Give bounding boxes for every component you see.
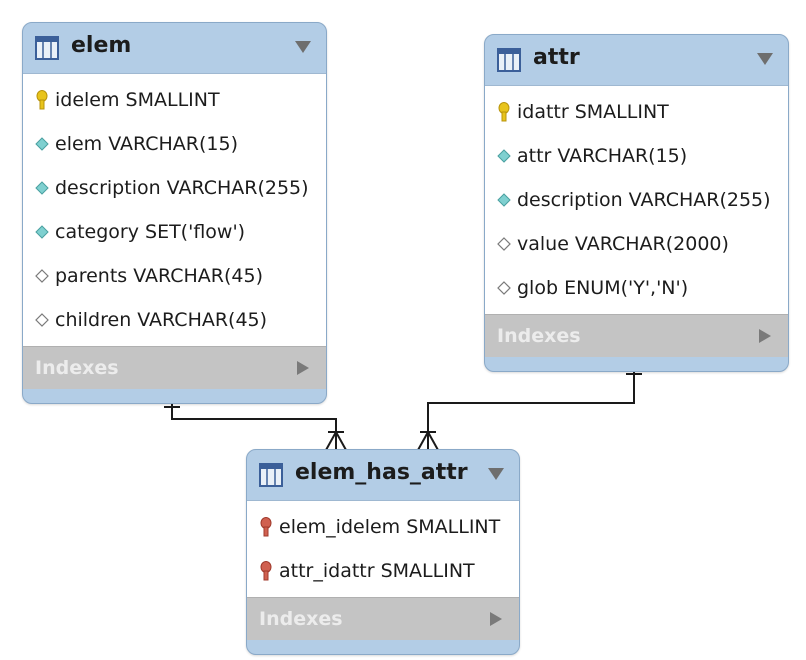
- table-elem-has-attr[interactable]: elem_has_attr elem_idelem SMALLINT attr_…: [246, 449, 520, 655]
- indexes-section[interactable]: Indexes: [485, 314, 788, 357]
- column-list: idelem SMALLINT elem VARCHAR(15) descrip…: [23, 73, 326, 346]
- column-row[interactable]: parents VARCHAR(45): [23, 254, 326, 298]
- column-row[interactable]: category SET('flow'): [23, 210, 326, 254]
- table-icon: [35, 36, 59, 60]
- column-list: idattr SMALLINT attr VARCHAR(15) descrip…: [485, 85, 788, 314]
- column-label: children VARCHAR(45): [55, 309, 268, 331]
- indexes-label: Indexes: [35, 357, 119, 379]
- table-attr[interactable]: attr idattr SMALLINT attr VARCHAR(15) de…: [484, 34, 789, 372]
- table-icon: [259, 463, 283, 487]
- table-footer: [485, 357, 788, 371]
- table-elem[interactable]: elem idelem SMALLINT elem VARCHAR(15) de…: [22, 22, 327, 404]
- relationship-elem-elem-has-attr: [171, 390, 337, 450]
- indexes-label: Indexes: [259, 608, 343, 630]
- table-title: elem_has_attr: [295, 460, 468, 485]
- foreign-key-icon: [260, 517, 272, 537]
- table-icon: [497, 48, 521, 72]
- column-label: idattr SMALLINT: [517, 101, 669, 123]
- expand-arrow-icon[interactable]: [296, 360, 310, 376]
- crowfoot-mark: [325, 431, 347, 451]
- column-label: description VARCHAR(255): [55, 177, 309, 199]
- foreign-key-icon: [260, 561, 272, 581]
- table-footer: [247, 640, 519, 654]
- column-row[interactable]: attr_idattr SMALLINT: [247, 549, 519, 593]
- table-title: elem: [71, 33, 132, 58]
- filled-diamond-icon: [35, 137, 49, 151]
- hollow-diamond-icon: [497, 281, 511, 295]
- expand-arrow-icon[interactable]: [758, 328, 772, 344]
- hollow-diamond-icon: [35, 313, 49, 327]
- column-label: glob ENUM('Y','N'): [517, 277, 689, 299]
- collapse-arrow-icon[interactable]: [756, 52, 774, 66]
- column-label: description VARCHAR(255): [517, 189, 771, 211]
- column-row[interactable]: elem_idelem SMALLINT: [247, 505, 519, 549]
- key-icon: [498, 102, 510, 122]
- relationship-attr-elem-has-attr: [427, 357, 635, 450]
- column-row[interactable]: attr VARCHAR(15): [485, 134, 788, 178]
- table-title: attr: [533, 45, 580, 70]
- filled-diamond-icon: [497, 193, 511, 207]
- expand-arrow-icon[interactable]: [489, 611, 503, 627]
- collapse-arrow-icon[interactable]: [294, 40, 312, 54]
- indexes-section[interactable]: Indexes: [23, 346, 326, 389]
- column-label: category SET('flow'): [55, 221, 246, 243]
- column-row[interactable]: idattr SMALLINT: [485, 90, 788, 134]
- column-label: attr VARCHAR(15): [517, 145, 688, 167]
- hollow-diamond-icon: [497, 237, 511, 251]
- filled-diamond-icon: [35, 225, 49, 239]
- column-row[interactable]: elem VARCHAR(15): [23, 122, 326, 166]
- column-label: elem_idelem SMALLINT: [279, 516, 501, 538]
- column-row[interactable]: children VARCHAR(45): [23, 298, 326, 342]
- collapse-arrow-icon[interactable]: [487, 467, 505, 481]
- hollow-diamond-icon: [35, 269, 49, 283]
- column-row[interactable]: description VARCHAR(255): [485, 178, 788, 222]
- table-header[interactable]: elem: [23, 23, 326, 73]
- column-row[interactable]: description VARCHAR(255): [23, 166, 326, 210]
- indexes-label: Indexes: [497, 325, 581, 347]
- column-label: parents VARCHAR(45): [55, 265, 264, 287]
- table-header[interactable]: attr: [485, 35, 788, 85]
- column-label: elem VARCHAR(15): [55, 133, 238, 155]
- column-label: attr_idattr SMALLINT: [279, 560, 475, 582]
- column-list: elem_idelem SMALLINT attr_idattr SMALLIN…: [247, 500, 519, 597]
- column-label: idelem SMALLINT: [55, 89, 220, 111]
- column-label: value VARCHAR(2000): [517, 233, 729, 255]
- crowfoot-mark: [417, 431, 439, 451]
- column-row[interactable]: value VARCHAR(2000): [485, 222, 788, 266]
- key-icon: [36, 90, 48, 110]
- column-row[interactable]: glob ENUM('Y','N'): [485, 266, 788, 310]
- filled-diamond-icon: [497, 149, 511, 163]
- table-footer: [23, 389, 326, 403]
- table-header[interactable]: elem_has_attr: [247, 450, 519, 500]
- column-row[interactable]: idelem SMALLINT: [23, 78, 326, 122]
- indexes-section[interactable]: Indexes: [247, 597, 519, 640]
- filled-diamond-icon: [35, 181, 49, 195]
